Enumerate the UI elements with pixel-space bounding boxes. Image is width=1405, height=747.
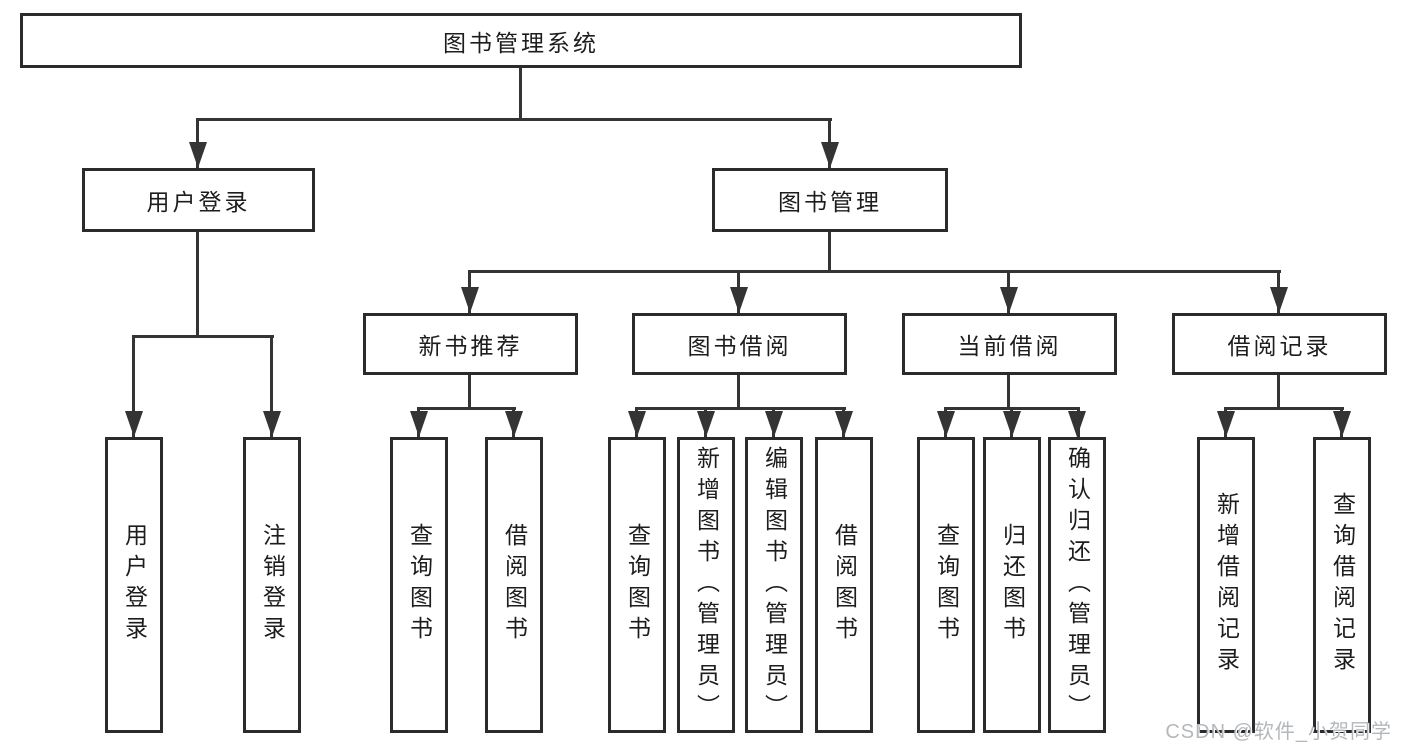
leaf-query-books-3: 查询图书: [917, 437, 975, 733]
node-book-borrow-label: 图书借阅: [687, 333, 792, 359]
leaf-query-borrow-record-label: 查询借阅记录: [1329, 492, 1356, 678]
connector-line: [737, 375, 740, 407]
leaf-query-books-1-label: 查询图书: [406, 523, 433, 647]
leaf-confirm-return-admin-label: 确认归还（管理员）: [1064, 445, 1091, 725]
arrow-down-icon: [835, 411, 853, 437]
leaf-add-borrow-record-label: 新增借阅记录: [1213, 492, 1240, 678]
node-borrow-records-label: 借阅记录: [1227, 333, 1332, 359]
connector-line: [468, 375, 471, 407]
node-book-management-label: 图书管理: [778, 189, 882, 215]
leaf-add-book-admin: 新增图书（管理员）: [677, 437, 735, 733]
node-borrow-records: 借阅记录: [1172, 313, 1387, 375]
connector-line: [132, 335, 135, 437]
leaf-user-login-label: 用户登录: [121, 523, 148, 647]
node-new-book-recommend-label: 新书推荐: [418, 333, 523, 359]
leaf-query-books-2: 查询图书: [608, 437, 666, 733]
watermark: CSDN @软件_小贺同学: [1165, 721, 1392, 743]
leaf-borrow-books-2: 借阅图书: [815, 437, 873, 733]
arrow-down-icon: [1333, 411, 1351, 437]
leaf-add-book-admin-label: 新增图书（管理员）: [693, 445, 720, 725]
arrow-down-icon: [730, 287, 748, 313]
arrow-down-icon: [628, 411, 646, 437]
leaf-logout: 注销登录: [243, 437, 301, 733]
arrow-down-icon: [1068, 411, 1086, 437]
node-root: 图书管理系统: [20, 13, 1022, 68]
leaf-confirm-return-admin: 确认归还（管理员）: [1048, 437, 1106, 733]
connector-line: [1007, 375, 1010, 407]
connector-line: [828, 232, 831, 270]
node-book-borrow: 图书借阅: [632, 313, 847, 375]
connector-line: [270, 335, 273, 437]
node-current-borrow: 当前借阅: [902, 313, 1117, 375]
leaf-query-borrow-record: 查询借阅记录: [1313, 437, 1371, 733]
arrow-down-icon: [461, 287, 479, 313]
connector-line: [196, 232, 199, 335]
node-user-login-label: 用户登录: [146, 189, 251, 215]
node-book-management: 图书管理: [712, 168, 948, 232]
arrow-down-icon: [410, 411, 428, 437]
connector-line: [1277, 375, 1280, 407]
arrow-down-icon: [263, 411, 281, 437]
arrow-down-icon: [765, 411, 783, 437]
connector-line: [196, 118, 832, 121]
leaf-borrow-books-1: 借阅图书: [485, 437, 543, 733]
connector-line: [417, 407, 516, 410]
leaf-return-book-label: 归还图书: [999, 523, 1026, 647]
node-new-book-recommend: 新书推荐: [363, 313, 578, 375]
arrow-down-icon: [697, 411, 715, 437]
leaf-borrow-books-2-label: 借阅图书: [831, 523, 858, 647]
node-root-label: 图书管理系统: [443, 29, 599, 56]
arrow-down-icon: [937, 411, 955, 437]
leaf-query-books-3-label: 查询图书: [933, 523, 960, 647]
leaf-borrow-books-1-label: 借阅图书: [501, 523, 528, 647]
arrow-down-icon: [1000, 287, 1018, 313]
leaf-logout-label: 注销登录: [259, 523, 286, 647]
arrow-down-icon: [1217, 411, 1235, 437]
leaf-query-books-1: 查询图书: [390, 437, 448, 733]
connector-line: [132, 335, 274, 338]
connector-line: [635, 407, 846, 410]
arrow-down-icon: [1270, 287, 1288, 313]
leaf-edit-book-admin-label: 编辑图书（管理员）: [761, 445, 788, 725]
arrow-down-icon: [1003, 411, 1021, 437]
connector-line: [468, 270, 1281, 273]
arrow-down-icon: [505, 411, 523, 437]
leaf-user-login: 用户登录: [105, 437, 163, 733]
leaf-return-book: 归还图书: [983, 437, 1041, 733]
connector-line: [519, 68, 522, 118]
arrow-down-icon: [189, 142, 207, 168]
leaf-query-books-2-label: 查询图书: [624, 523, 651, 647]
connector-line: [1224, 407, 1344, 410]
leaf-edit-book-admin: 编辑图书（管理员）: [745, 437, 803, 733]
node-current-borrow-label: 当前借阅: [957, 333, 1062, 359]
node-user-login: 用户登录: [82, 168, 315, 232]
leaf-add-borrow-record: 新增借阅记录: [1197, 437, 1255, 733]
arrow-down-icon: [125, 411, 143, 437]
arrow-down-icon: [821, 142, 839, 168]
